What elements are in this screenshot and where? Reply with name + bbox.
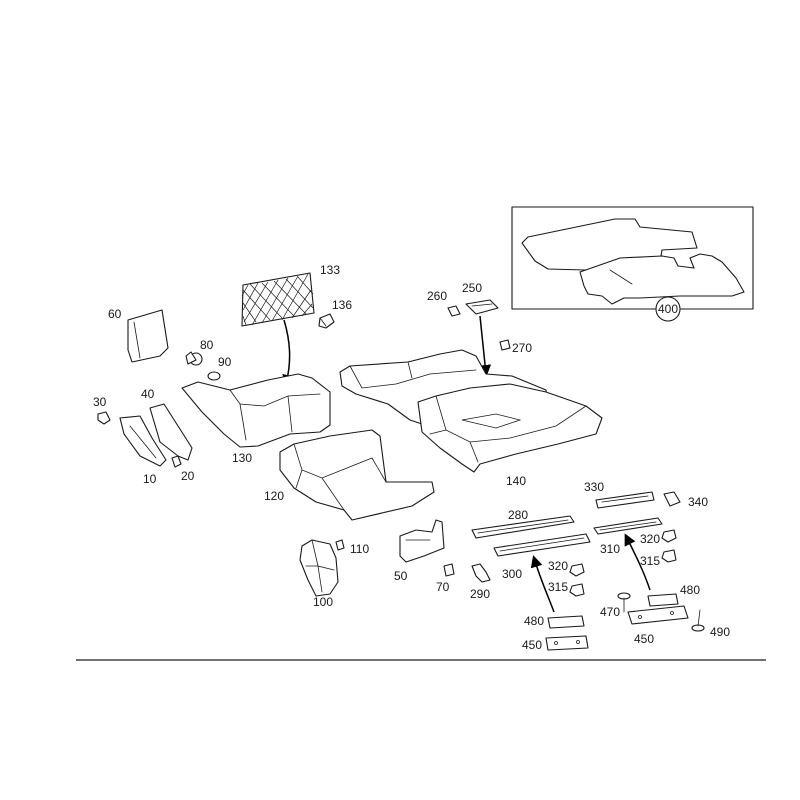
bracket-250 <box>465 299 499 377</box>
cap-90 <box>207 371 221 381</box>
part-label-90: 90 <box>218 355 232 369</box>
part-label-300: 300 <box>502 567 522 581</box>
bracket-50 <box>399 519 445 563</box>
cargo-net-133 <box>241 272 315 387</box>
side-trim-130 <box>181 373 331 448</box>
part-label-10: 10 <box>143 472 157 486</box>
part-label-290: 290 <box>470 587 490 601</box>
part-label-70: 70 <box>436 580 450 594</box>
part-label-120: 120 <box>264 489 284 503</box>
assembly-arrow-left <box>530 555 555 613</box>
screw-470 <box>617 592 631 613</box>
clip-340 <box>663 491 681 507</box>
part-label-100: 100 <box>313 595 333 609</box>
part-label-315-right: 315 <box>640 554 660 568</box>
part-label-480-right: 480 <box>680 583 700 597</box>
bracket-100 <box>299 539 339 597</box>
part-label-320-right: 320 <box>640 532 660 546</box>
part-label-470: 470 <box>600 605 620 619</box>
clip-110 <box>335 539 345 551</box>
clip-30 <box>97 411 111 425</box>
part-label-140: 140 <box>506 474 526 488</box>
sill-strip-330 <box>595 491 655 509</box>
plate-450-right <box>627 605 689 625</box>
clip-80 <box>185 351 203 366</box>
part-label-20: 20 <box>181 469 195 483</box>
floor-mat-inset <box>511 206 754 310</box>
screw-490 <box>691 609 705 632</box>
part-label-136: 136 <box>332 298 352 312</box>
part-label-133: 133 <box>320 263 340 277</box>
part-label-260: 260 <box>427 289 447 303</box>
part-label-310: 310 <box>600 542 620 556</box>
insulation-40 <box>149 403 193 461</box>
pad-480-right <box>647 593 679 607</box>
part-label-30: 30 <box>93 395 107 409</box>
part-label-340: 340 <box>688 495 708 509</box>
clip-20 <box>171 455 182 468</box>
assembly-arrow-right <box>624 533 651 591</box>
sill-strip-280 <box>471 515 575 539</box>
part-label-280: 280 <box>508 508 528 522</box>
clip-270 <box>499 339 511 351</box>
part-label-60: 60 <box>108 307 122 321</box>
clip-320-right <box>661 529 677 543</box>
clip-290 <box>471 563 491 583</box>
part-label-450-right: 450 <box>634 632 654 646</box>
clip-70 <box>443 563 455 577</box>
clip-320-left <box>569 563 585 577</box>
part-label-400: 400 <box>655 296 681 322</box>
part-label-40: 40 <box>141 387 155 401</box>
part-label-315-left: 315 <box>548 580 568 594</box>
fastener-136 <box>318 313 335 329</box>
floor-carpet-140 <box>417 383 603 473</box>
part-label-50: 50 <box>394 569 408 583</box>
part-label-270: 270 <box>512 341 532 355</box>
part-label-490: 490 <box>710 625 730 639</box>
part-label-130: 130 <box>232 451 252 465</box>
svg-text:400: 400 <box>658 302 678 316</box>
part-label-480-left: 480 <box>524 614 544 628</box>
sill-strip-310 <box>593 517 663 535</box>
clip-260 <box>447 305 461 317</box>
pad-480-left <box>547 615 585 629</box>
plate-450-left <box>545 635 589 651</box>
panel-10 <box>119 415 167 467</box>
clip-315-right <box>661 549 677 563</box>
part-label-110: 110 <box>350 542 369 556</box>
part-label-250: 250 <box>462 281 482 295</box>
clip-315-left <box>569 583 585 597</box>
part-label-330: 330 <box>584 480 604 494</box>
floor-carpet-120 <box>279 429 435 521</box>
part-label-80: 80 <box>200 338 214 352</box>
part-label-450-left: 450 <box>522 638 542 652</box>
part-label-320-left: 320 <box>548 559 568 573</box>
sill-strip-300 <box>493 533 591 557</box>
bracket-60 <box>127 309 169 363</box>
